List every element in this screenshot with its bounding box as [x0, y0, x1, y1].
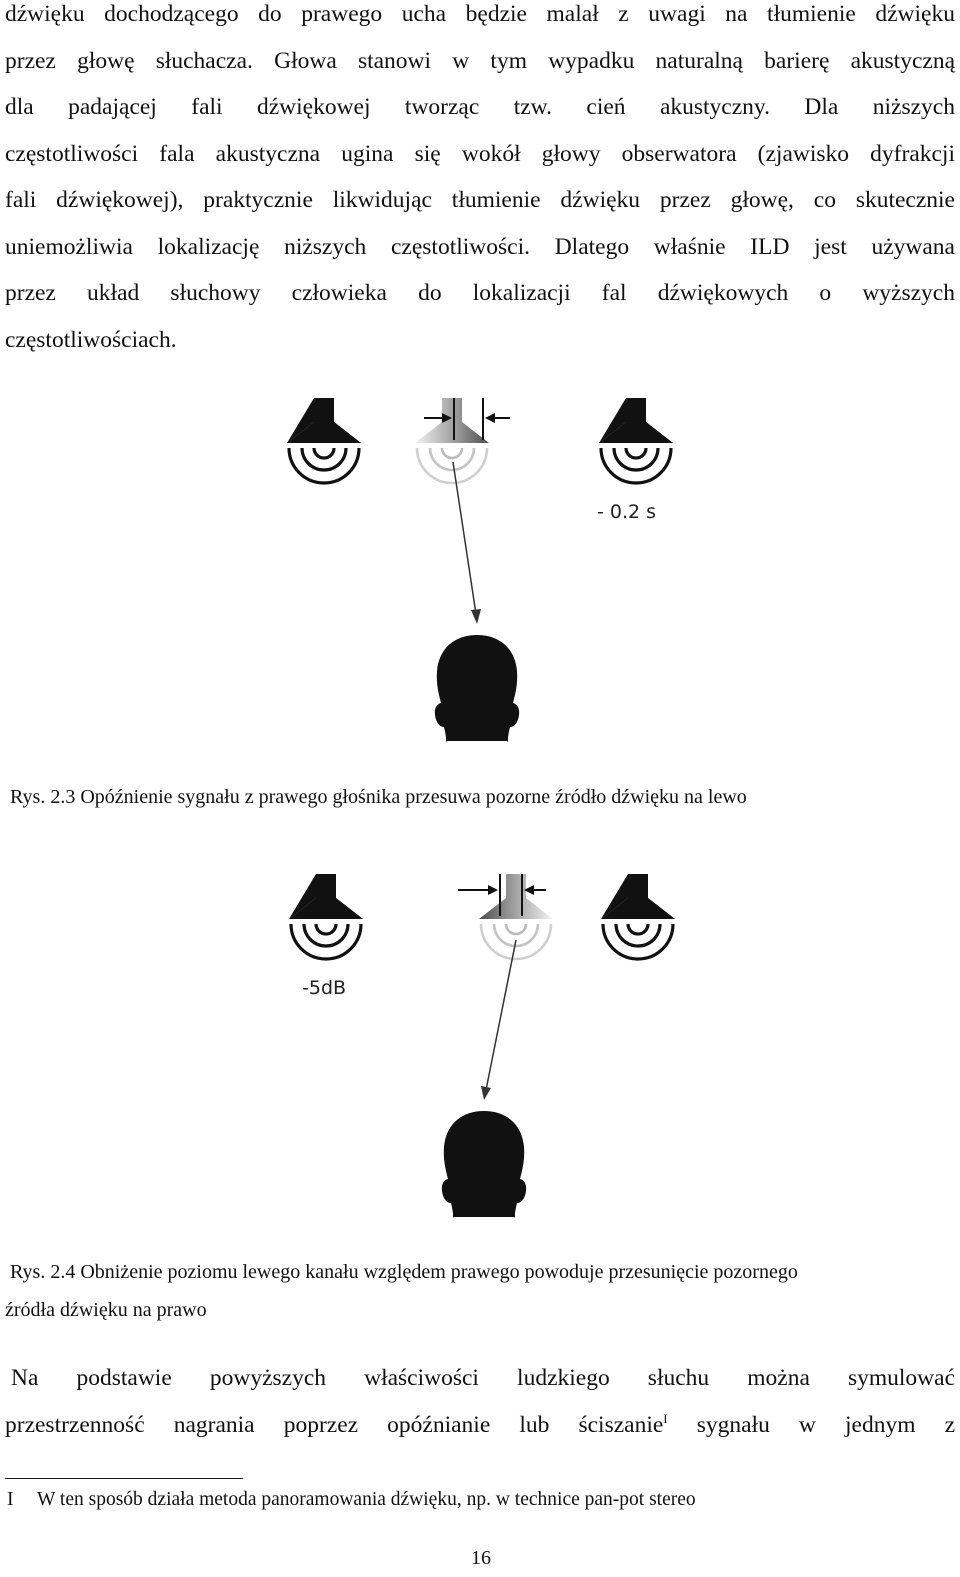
figure-delay-diagram: - 0.2 s: [285, 396, 675, 742]
figure-caption: Rys. 2.4 Obniżenie poziomu lewego kanału…: [10, 1261, 798, 1283]
footnote-ref: I: [663, 1410, 668, 1426]
text-line: częstotliwości fala akustyczna ugina się…: [5, 140, 955, 167]
footnote: I W ten sposób działa metoda panoramowani…: [7, 1488, 696, 1512]
text-span: sygnału w jednym z: [667, 1411, 955, 1438]
text-span: przestrzenność nagrania poprzez opóźnian…: [5, 1411, 664, 1438]
text-line: dla padającej fali dźwiękowej tworząc tz…: [5, 94, 955, 120]
text-line: częstotliwościach.: [5, 326, 177, 353]
text-line: Na podstawie powyższych właściwości ludz…: [5, 1355, 955, 1402]
arrow-icon: [481, 939, 517, 1100]
left-speaker-icon: [287, 872, 365, 961]
text-line: przez układ słuchowy człowieka do lokali…: [5, 280, 955, 306]
text-line: przestrzenność nagrania poprzez opóźnian…: [5, 1402, 955, 1449]
position-marker: [424, 398, 510, 440]
right-speaker-icon: [597, 396, 675, 485]
listener-head-icon: [441, 1111, 527, 1218]
footnote-mark: I: [7, 1489, 14, 1510]
right-speaker-icon: [599, 872, 677, 961]
text-line: dźwięku dochodzącego do prawego ucha będ…: [5, 1, 955, 27]
figure-caption: źródła dźwięku na prawo: [5, 1299, 207, 1321]
page-number: 16: [471, 1547, 491, 1569]
bottom-paragraph: Na podstawie powyższych właściwości ludz…: [5, 1355, 955, 1448]
figure-level-diagram: -5dB: [287, 872, 677, 1218]
arrow-icon: [452, 461, 481, 624]
figure-label: -5dB: [302, 977, 346, 999]
text-span: Na podstawie powyższych właściwości ludz…: [11, 1365, 955, 1391]
position-marker: [458, 874, 546, 916]
footnote-divider: [5, 1478, 243, 1479]
text-line: fali dźwiękowej), praktycznie likwidując…: [5, 187, 955, 213]
top-paragraph: dźwięku dochodzącego do prawego ucha będ…: [5, 0, 955, 363]
listener-head-icon: [434, 635, 520, 742]
text-line: przez głowę słuchacza. Głowa stanowi w t…: [5, 47, 955, 74]
left-speaker-icon: [285, 396, 363, 485]
phantom-source-icon: [413, 396, 491, 485]
figure-caption: Rys. 2.3 Opóźnienie sygnału z prawego gł…: [10, 786, 747, 808]
text-line: uniemożliwia lokalizację niższych często…: [5, 233, 955, 260]
figure-label: - 0.2 s: [597, 501, 656, 523]
footnote-text: W ten sposób działa metoda panoramowania…: [37, 1489, 696, 1510]
